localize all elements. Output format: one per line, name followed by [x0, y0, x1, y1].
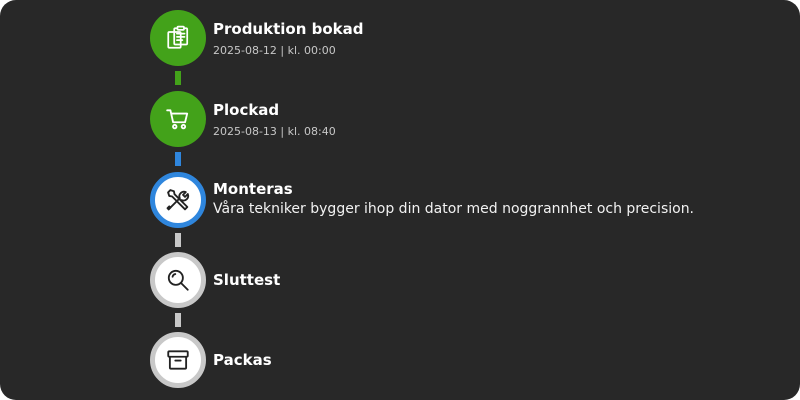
connector-line — [175, 233, 181, 247]
step-title: Packas — [213, 351, 272, 369]
step-status-pending — [150, 332, 206, 388]
step-status-active — [150, 172, 206, 228]
magnifier-icon — [167, 269, 189, 291]
step-title: Monteras — [213, 180, 293, 198]
package-box-icon — [167, 350, 189, 370]
step-title: Produktion bokad — [213, 20, 364, 38]
connector-line — [175, 313, 181, 327]
connector-line — [175, 152, 181, 166]
step-description: Våra tekniker bygger ihop din dator med … — [213, 201, 695, 217]
step-status-pending — [150, 252, 206, 308]
step-title: Plockad — [213, 101, 280, 119]
step-title: Sluttest — [213, 271, 281, 289]
step-status-done — [150, 91, 206, 147]
step-timestamp: 2025-08-12 | kl. 00:00 — [213, 44, 336, 57]
clipboard-list-icon — [167, 25, 189, 49]
shopping-cart-icon — [166, 109, 189, 130]
tools-icon — [166, 189, 190, 211]
step-status-done — [150, 10, 206, 66]
step-timestamp: 2025-08-13 | kl. 08:40 — [213, 125, 336, 138]
connector-line — [175, 71, 181, 85]
